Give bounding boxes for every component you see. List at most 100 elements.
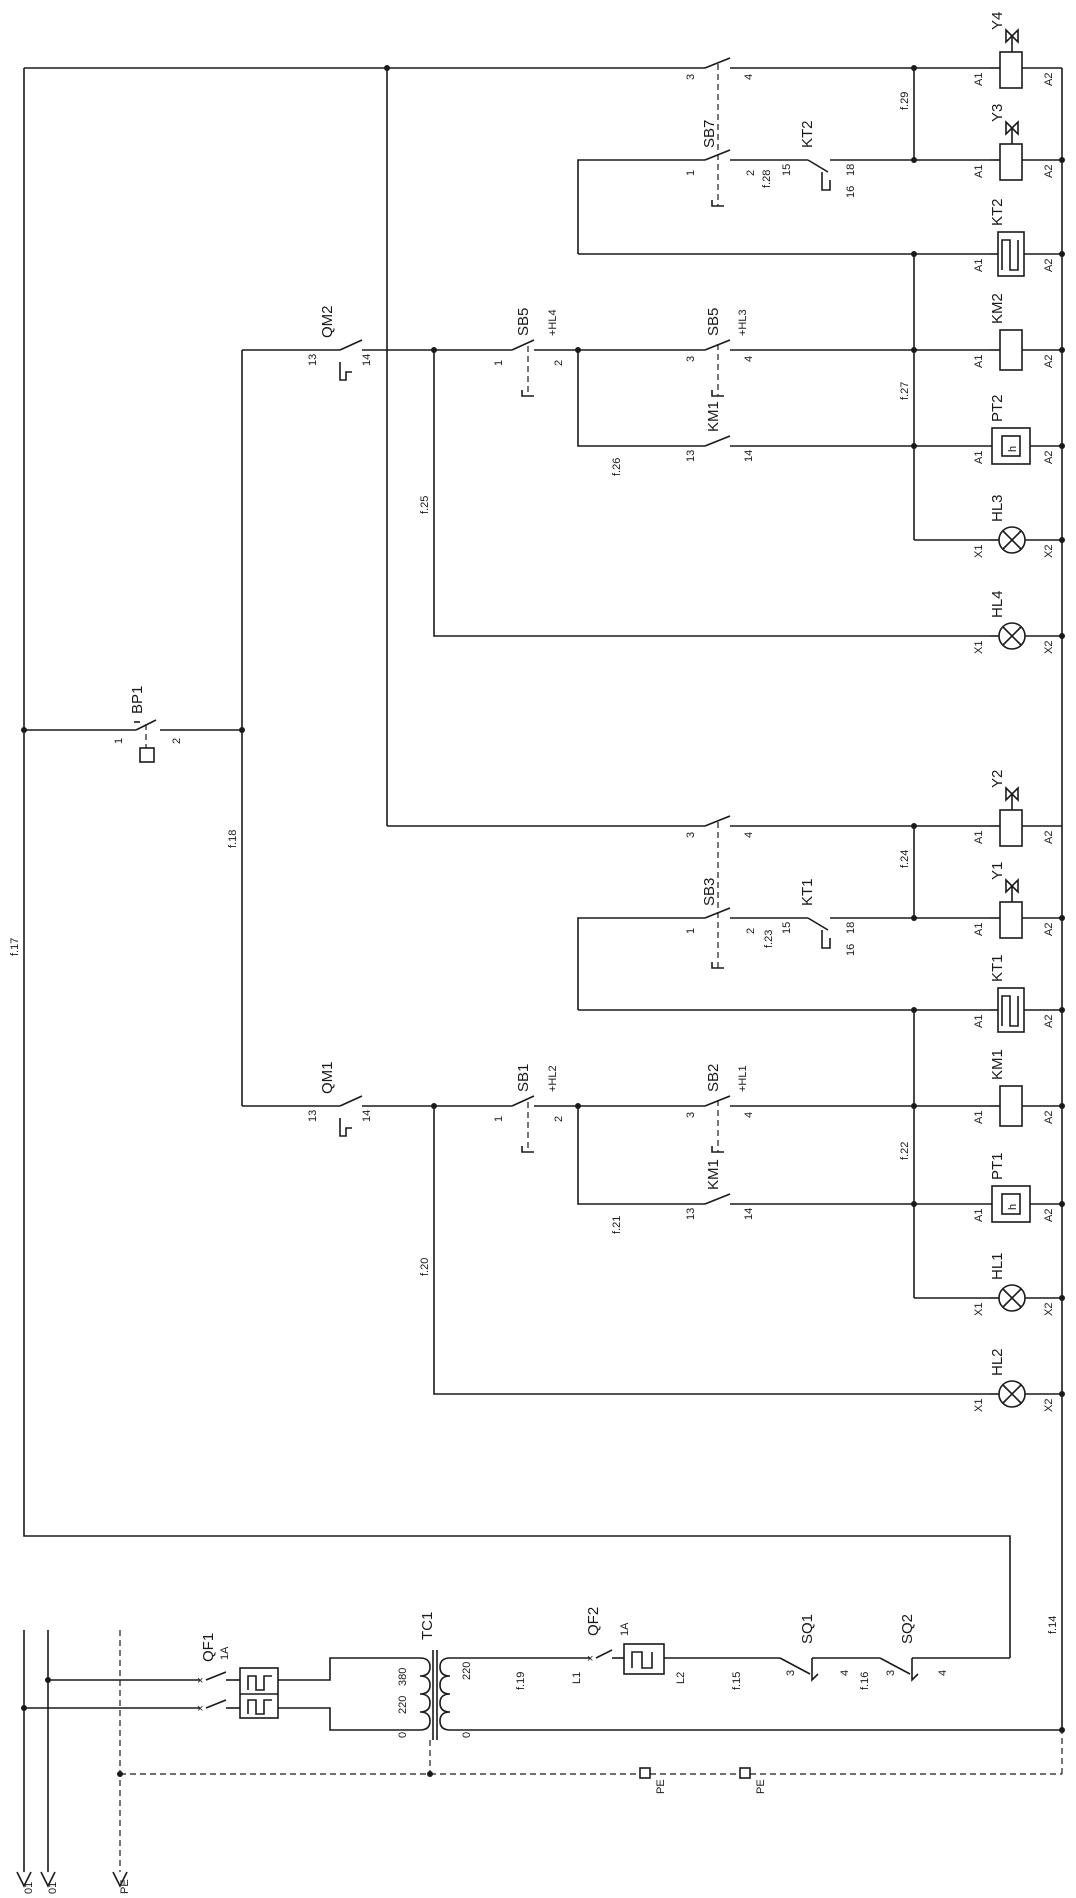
kt2-pin-15: 15: [781, 164, 793, 176]
sb5-nc-contact: SB5 +HL4 1 2: [493, 308, 565, 397]
sb3-pin-2: 2: [745, 928, 757, 934]
y2-pin-a2: A2: [1043, 831, 1055, 844]
qf2-breaker: × QF2 1A L1 L2: [571, 1607, 687, 1684]
hl4-label: HL4: [989, 590, 1006, 618]
y2-label: Y2: [989, 770, 1006, 788]
kt1-timer-coil: KT1 A1 A2: [973, 954, 1062, 1033]
sb1-pin-1: 1: [493, 1116, 505, 1122]
pt2-pin-a1: A1: [973, 451, 985, 464]
kt2-timer-contact: KT2 15 16 18: [781, 120, 857, 198]
sb2-pin-4: 4: [743, 1112, 755, 1118]
hl3-pin-x2: X2: [1043, 545, 1055, 558]
wire-f20-label: f.20: [419, 1258, 431, 1276]
sb5-pin-3: 3: [685, 356, 697, 362]
sb5-no-contact: SB5 +HL3 3 4: [685, 308, 755, 397]
sb7-pin-3: 3: [685, 74, 697, 80]
hl3-lamp: HL3 X1 X2: [973, 494, 1062, 558]
kt2-coil-pin-a1: A1: [973, 259, 985, 272]
km1-coil: KM1 A1 A2: [973, 1049, 1062, 1127]
wire-f14-label: f.14: [1047, 1616, 1059, 1634]
qf1-breaker: × × QF1 1A: [197, 1633, 279, 1719]
sq2-limit-switch: SQ2 3 4: [879, 1614, 1010, 1682]
bp1-label: BP1: [129, 686, 146, 714]
sb5-pin-1: 1: [493, 360, 505, 366]
kt1-pin-15: 15: [781, 922, 793, 934]
pe-terminal-1: PE: [655, 1779, 667, 1794]
sb2-label: SB2: [705, 1064, 722, 1092]
kt1-label: KT1: [799, 878, 816, 906]
svg-text:×: ×: [587, 1653, 593, 1665]
tc1-primary-380: 380: [397, 1668, 409, 1686]
sb7-label: SB7: [701, 120, 718, 148]
circuit-2: QM2 13 14 f.25 SB5 +HL4 1 2 SB5 +HL3 3: [242, 12, 1065, 654]
sb7-pin-1: 1: [685, 170, 697, 176]
wire-f25-label: f.25: [419, 496, 431, 514]
pt1-h-label: h: [1007, 1204, 1019, 1210]
qf2-l1-label: L1: [571, 1672, 583, 1684]
wire-f15-label: f.15: [731, 1672, 743, 1690]
qm1-label: QM1: [319, 1061, 336, 1094]
y1-pin-a1: A1: [973, 923, 985, 936]
y4-pin-a2: A2: [1043, 73, 1055, 86]
qm1-pin-14: 14: [361, 1110, 373, 1122]
y2-solenoid: Y2 A1 A2: [973, 770, 1062, 847]
wire-f23-label: f.23: [763, 930, 775, 948]
tc1-primary-220: 220: [397, 1696, 409, 1714]
km1-contact-c1-pin-13: 13: [685, 1208, 697, 1220]
supply-section: 01 01 PE × × QF1 1A: [16, 68, 1065, 1894]
kt1-timer-contact: KT1 15 16 18: [781, 878, 857, 956]
hl4-pin-x2: X2: [1043, 641, 1055, 654]
qf1-rating: 1A: [219, 1646, 231, 1660]
qm2-label: QM2: [319, 305, 336, 338]
kt1-pin-16: 16: [845, 944, 857, 956]
km2-coil-pin-a2: A2: [1043, 355, 1055, 368]
y1-label: Y1: [989, 862, 1006, 880]
qf1-label: QF1: [200, 1633, 217, 1662]
svg-text:×: ×: [197, 1675, 203, 1687]
sb5-lamp-hl3: +HL3: [737, 309, 749, 336]
km1-contact-c1-label: KM1: [705, 1159, 722, 1190]
pt2-pin-a2: A2: [1043, 451, 1055, 464]
y3-pin-a1: A1: [973, 165, 985, 178]
km1-coil-pin-a1: A1: [973, 1111, 985, 1124]
wire-f19-label: f.19: [515, 1672, 527, 1690]
sq2-pin-4: 4: [937, 1670, 949, 1676]
sq1-label: SQ1: [799, 1614, 816, 1644]
hl1-pin-x1: X1: [973, 1303, 985, 1316]
svg-text:×: ×: [197, 1703, 203, 1715]
sb1-pin-2: 2: [553, 1116, 565, 1122]
km2-coil-label: KM2: [989, 293, 1006, 324]
kt2-coil-label: KT2: [989, 198, 1006, 226]
hl4-lamp: HL4 X1 X2: [973, 590, 1062, 654]
tc1-secondary-220: 220: [461, 1662, 473, 1680]
qm2-pin-14: 14: [361, 354, 373, 366]
sb2-pin-3: 3: [685, 1112, 697, 1118]
kt2-pin-16: 16: [845, 186, 857, 198]
sb5-label-b: SB5: [705, 308, 722, 336]
kt1-coil-label: KT1: [989, 954, 1006, 982]
sb5-pin-2: 2: [553, 360, 565, 366]
sb2-lamp-hl1: +HL1: [737, 1065, 749, 1092]
hl4-pin-x1: X1: [973, 641, 985, 654]
sq1-pin-3: 3: [785, 1670, 797, 1676]
wire-f16-label: f.16: [859, 1672, 871, 1690]
qm2-contact: QM2 13 14: [307, 305, 373, 381]
km2-coil: KM2 A1 A2: [973, 293, 1062, 371]
hl2-pin-x2: X2: [1043, 1399, 1055, 1412]
wire-f18-label: f.18: [227, 830, 239, 848]
sb1-nc-contact: SB1 +HL2 1 2: [493, 1064, 565, 1153]
pt2-h-label: h: [1007, 446, 1019, 452]
kt2-timer-coil: KT2 A1 A2: [973, 198, 1062, 277]
y3-solenoid: Y3 A1 A2: [973, 104, 1062, 181]
km1-contact-c1: KM1 13 14: [685, 1159, 755, 1220]
kt2-label: KT2: [799, 120, 816, 148]
sq1-pin-4: 4: [839, 1670, 851, 1676]
tc1-transformer: TC1 0 220 380 0 220: [390, 1612, 473, 1740]
kt2-coil-pin-a2: A2: [1043, 259, 1055, 272]
sb3-label: SB3: [701, 878, 718, 906]
sb3-pin-3: 3: [685, 832, 697, 838]
wire-f26-label: f.26: [611, 458, 623, 476]
kt1-coil-pin-a2: A2: [1043, 1015, 1055, 1028]
hl3-label: HL3: [989, 494, 1006, 522]
sb3-pin-4: 4: [743, 832, 755, 838]
